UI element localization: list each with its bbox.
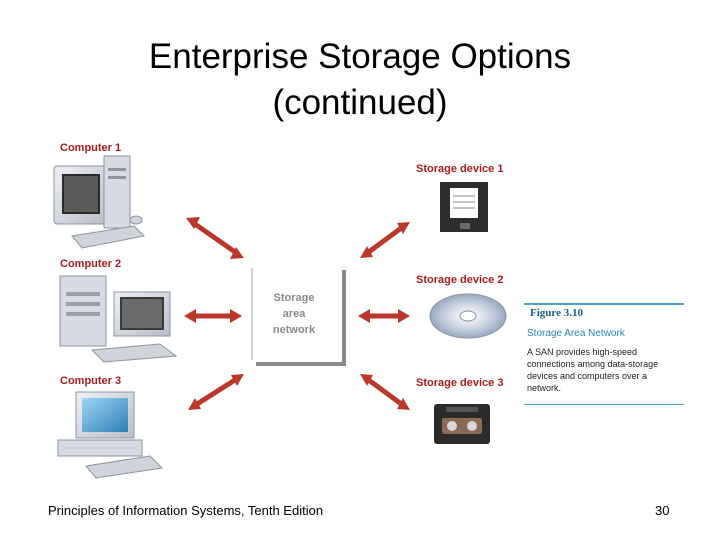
page-number: 30 (655, 503, 670, 518)
storage-device-2-label: Storage device 2 (416, 274, 504, 286)
storage-device-1-icon (440, 182, 488, 232)
arrow-computer-1 (186, 217, 244, 259)
storage-device-2-icon (429, 293, 507, 339)
computer-3-label: Computer 3 (60, 375, 122, 387)
san-label: Storage area network (252, 290, 336, 338)
arrow-storage-2 (358, 309, 410, 323)
figure-number: Figure 3.10 (530, 307, 583, 319)
slide-title-line-1: Enterprise Storage Options (148, 37, 572, 76)
computer-3-icon (57, 391, 164, 479)
arrow-computer-2 (184, 309, 242, 323)
storage-device-3-label: Storage device 3 (416, 377, 504, 389)
figure-caption-panel: Figure 3.10 Storage Area Network A SAN p… (524, 300, 684, 406)
figure-title: Storage Area Network (527, 328, 625, 339)
arrow-storage-3 (360, 374, 410, 410)
figure-caption: A SAN provides high-speed connections am… (527, 347, 659, 393)
san-label-line-2: area (282, 308, 306, 320)
san-box-frame (251, 268, 346, 366)
computer-2-icon (59, 275, 178, 363)
san-label-line-1: Storage (273, 292, 315, 304)
computer-1-icon (53, 155, 146, 249)
arrow-storage-1 (360, 222, 410, 258)
figure-top-rule (524, 303, 684, 305)
storage-device-3-icon (434, 404, 490, 444)
san-label-line-3: network (272, 324, 316, 336)
computer-1-label: Computer 1 (60, 142, 122, 154)
figure-bottom-rule (524, 404, 684, 405)
computer-2-label: Computer 2 (60, 258, 122, 270)
storage-device-1-label: Storage device 1 (416, 163, 504, 175)
connection-arrows (184, 217, 410, 410)
arrow-computer-3 (188, 374, 244, 410)
footer-source: Principles of Information Systems, Tenth… (48, 503, 324, 518)
slide-title-line-2: (continued) (272, 83, 448, 122)
slide-title: Enterprise Storage Options (continued) (0, 34, 720, 126)
